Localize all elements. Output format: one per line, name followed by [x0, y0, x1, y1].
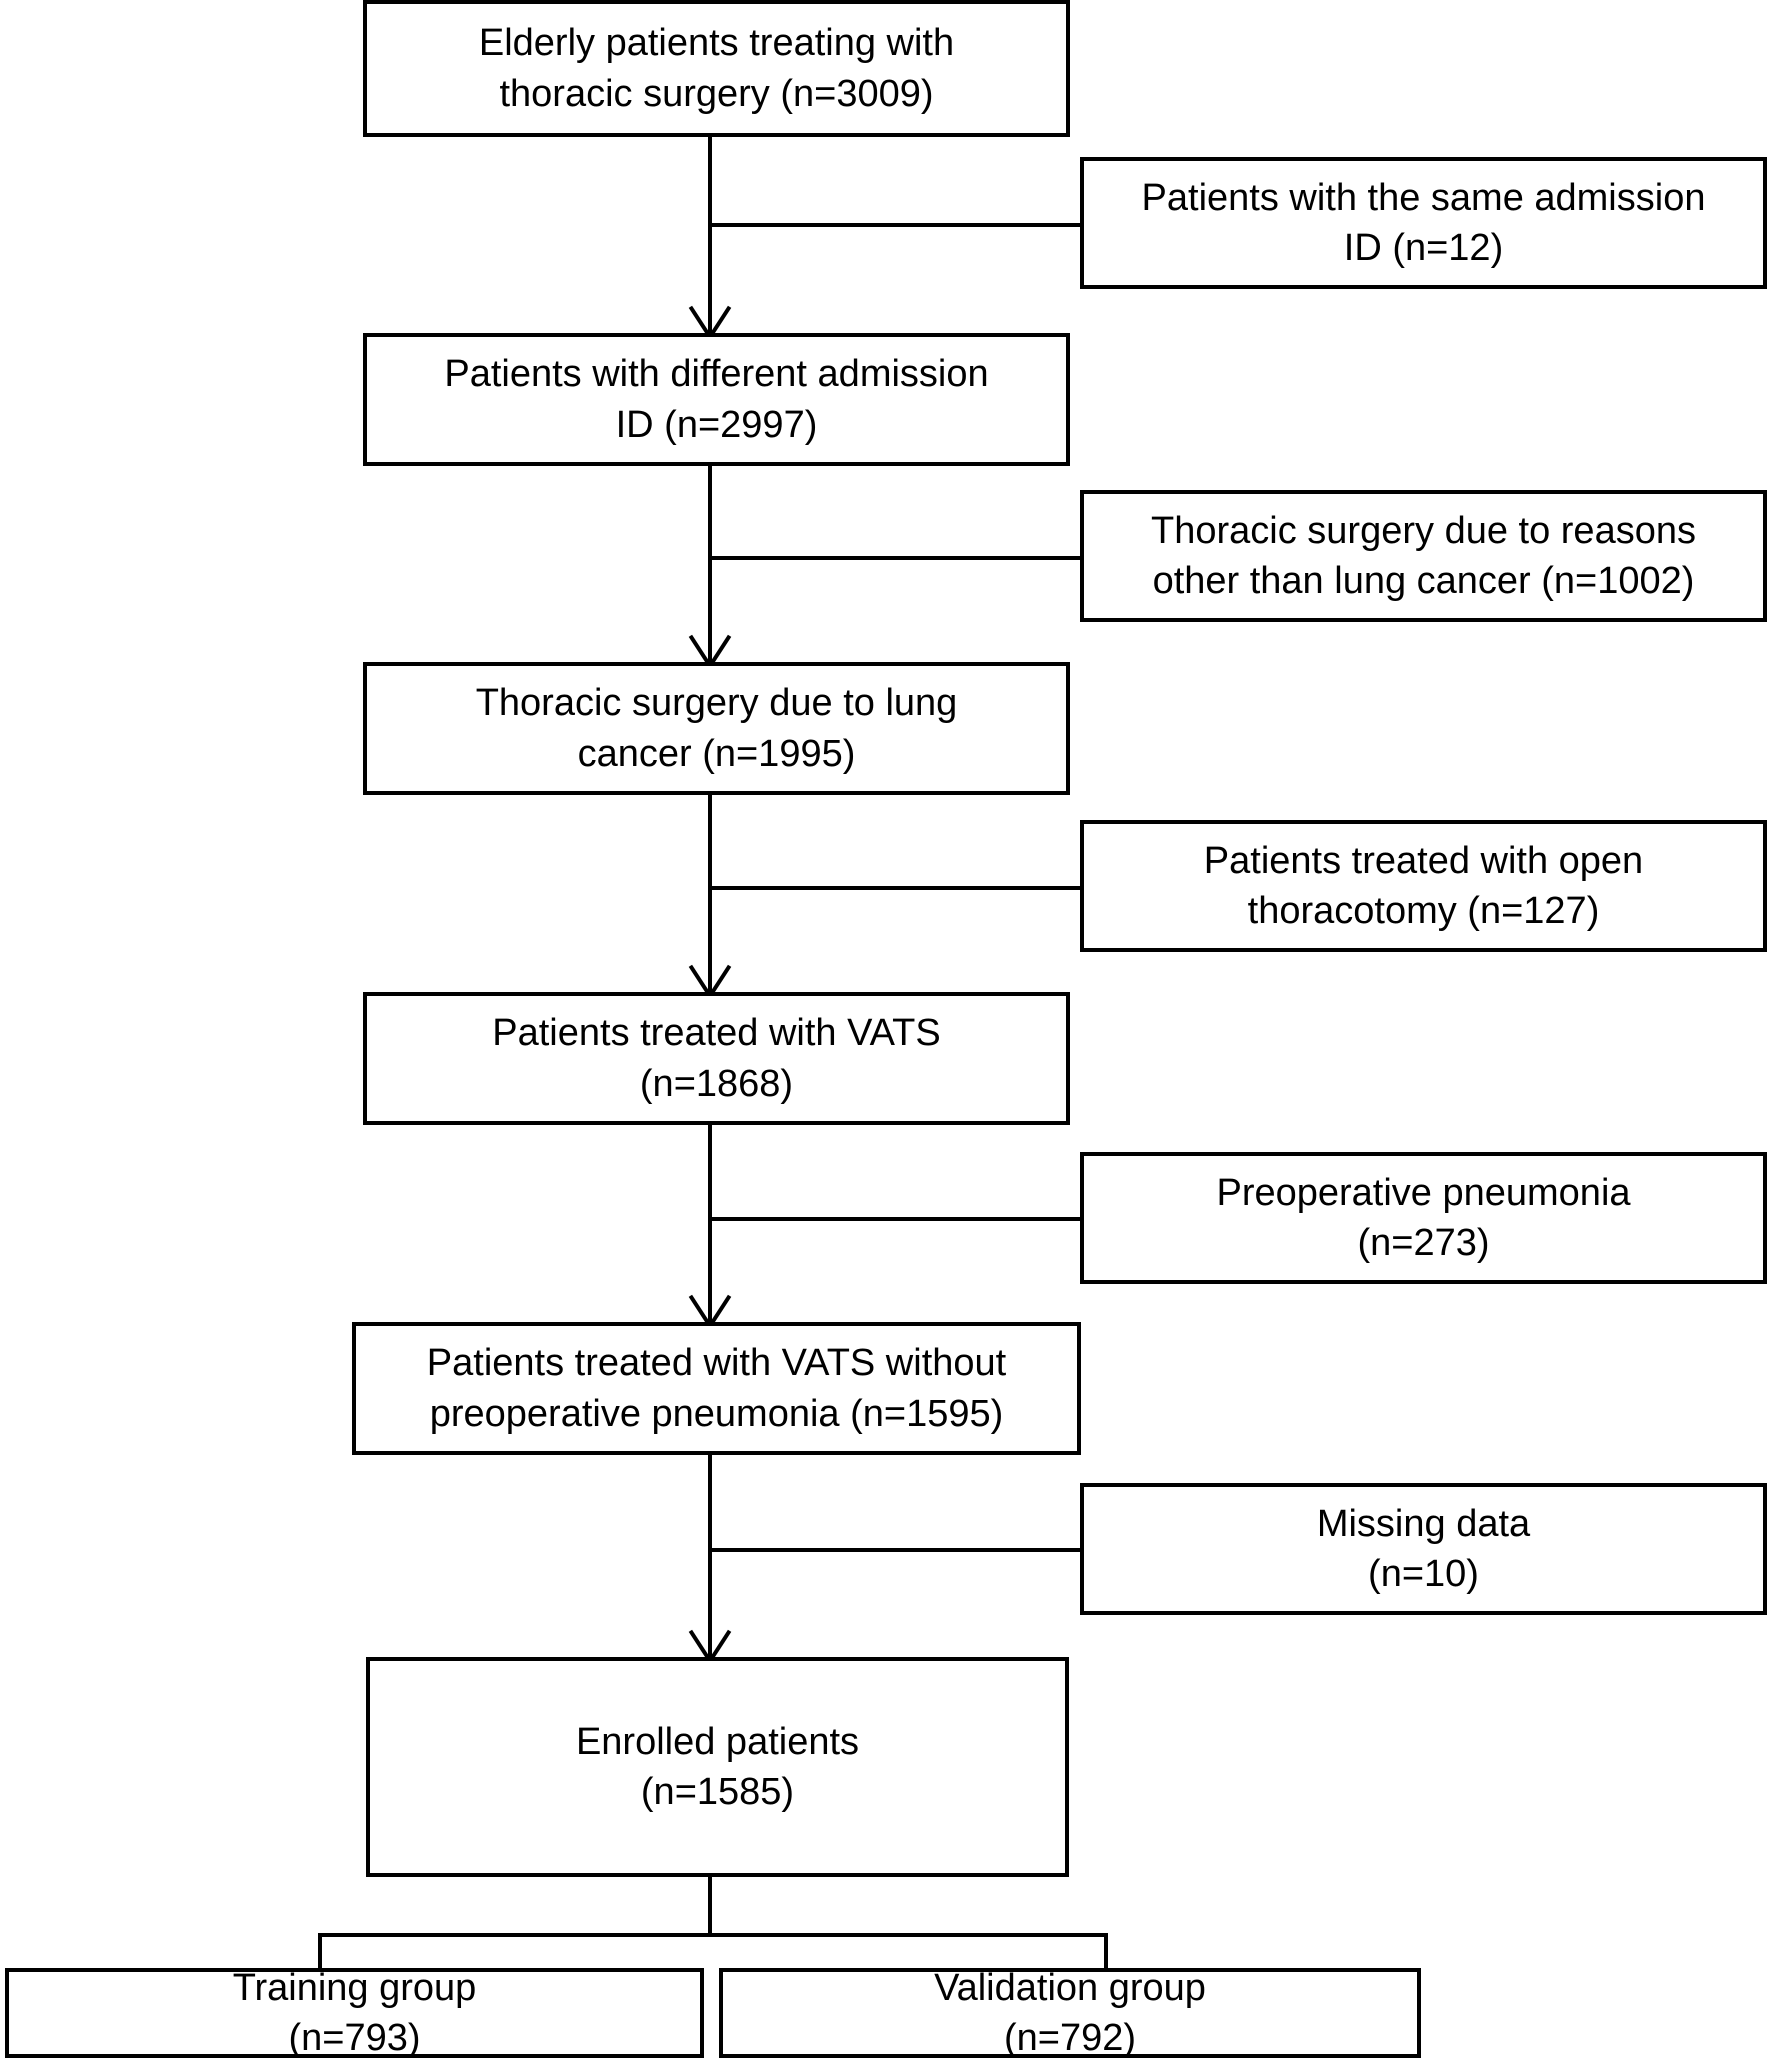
arrowhead-2	[690, 632, 730, 662]
node-line-2: thoracotomy (n=127)	[1247, 890, 1600, 932]
node-line-2: (n=792)	[1003, 2017, 1137, 2058]
node-different-admission-id: Patients with different admission ID (n=…	[363, 333, 1070, 466]
node-line-1: Thoracic surgery due to lung	[475, 682, 958, 725]
arrowhead-1	[690, 303, 730, 333]
connector-branch-4	[708, 1217, 1082, 1221]
connector-split-right	[1104, 1933, 1108, 1969]
node-enrolled-patients: Enrolled patients (n=1585)	[366, 1657, 1069, 1877]
node-training-group: Training group (n=793)	[5, 1967, 704, 2058]
connector-branch-5	[708, 1548, 1082, 1552]
node-validation-group: Validation group (n=792)	[719, 1967, 1421, 2058]
node-line-1: Missing data	[1316, 1502, 1531, 1545]
node-line-1: Preoperative pneumonia	[1216, 1171, 1631, 1214]
node-line-1: Elderly patients treating with	[478, 22, 955, 65]
node-line-2: thoracic surgery (n=3009)	[499, 72, 934, 115]
connector-vertical-4	[708, 1125, 712, 1325]
node-line-1: Patients treated with VATS without	[426, 1342, 1007, 1385]
node-line-1: Training group	[232, 1966, 477, 2009]
node-treated-with-vats: Patients treated with VATS (n=1868)	[363, 992, 1070, 1125]
node-line-2: other than lung cancer (n=1002)	[1152, 560, 1695, 602]
connector-vertical-2	[708, 466, 712, 666]
node-other-than-lung-cancer: Thoracic surgery due to reasons other th…	[1080, 490, 1767, 622]
node-line-1: Patients with different admission	[444, 353, 989, 396]
node-line-2: cancer (n=1995)	[577, 732, 856, 775]
node-line-2: preoperative pneumonia (n=1595)	[429, 1392, 1004, 1435]
node-line-2: (n=1585)	[640, 1771, 795, 1813]
connector-vertical-5	[708, 1455, 712, 1660]
node-line-2: (n=10)	[1368, 1553, 1479, 1595]
connector-split-left	[318, 1933, 322, 1969]
node-line-1: Thoracic surgery due to reasons	[1151, 509, 1696, 552]
node-same-admission-id: Patients with the same admission ID (n=1…	[1080, 157, 1767, 289]
connector-vertical-6	[708, 1877, 712, 1937]
node-line-1: Patients with the same admission	[1141, 176, 1706, 219]
connector-branch-1	[708, 223, 1082, 227]
node-elderly-patients: Elderly patients treating with thoracic …	[363, 0, 1070, 137]
node-line-1: Patients treated with open	[1203, 839, 1644, 882]
connector-branch-2	[708, 556, 1082, 560]
node-line-2: (n=273)	[1357, 1222, 1490, 1264]
node-missing-data: Missing data (n=10)	[1080, 1483, 1767, 1615]
connector-branch-3	[708, 886, 1082, 890]
connector-vertical-1	[708, 135, 712, 335]
node-line-2: (n=1868)	[639, 1062, 794, 1105]
arrowhead-5	[690, 1627, 730, 1657]
node-preoperative-pneumonia: Preoperative pneumonia (n=273)	[1080, 1152, 1767, 1284]
node-open-thoracotomy: Patients treated with open thoracotomy (…	[1080, 820, 1767, 952]
node-vats-without-preop-pneumonia: Patients treated with VATS without preop…	[352, 1322, 1081, 1455]
node-line-2: ID (n=12)	[1343, 227, 1504, 269]
node-thoracic-surgery-lung-cancer: Thoracic surgery due to lung cancer (n=1…	[363, 662, 1070, 795]
node-line-1: Enrolled patients	[575, 1720, 860, 1763]
connector-split-bar	[318, 1933, 1108, 1937]
connector-vertical-3	[708, 795, 712, 995]
arrowhead-4	[690, 1292, 730, 1322]
node-line-1: Validation group	[934, 1966, 1206, 2009]
node-line-2: (n=793)	[288, 2017, 421, 2058]
node-line-2: ID (n=2997)	[615, 403, 818, 446]
arrowhead-3	[690, 962, 730, 992]
node-line-1: Patients treated with VATS	[492, 1012, 941, 1055]
